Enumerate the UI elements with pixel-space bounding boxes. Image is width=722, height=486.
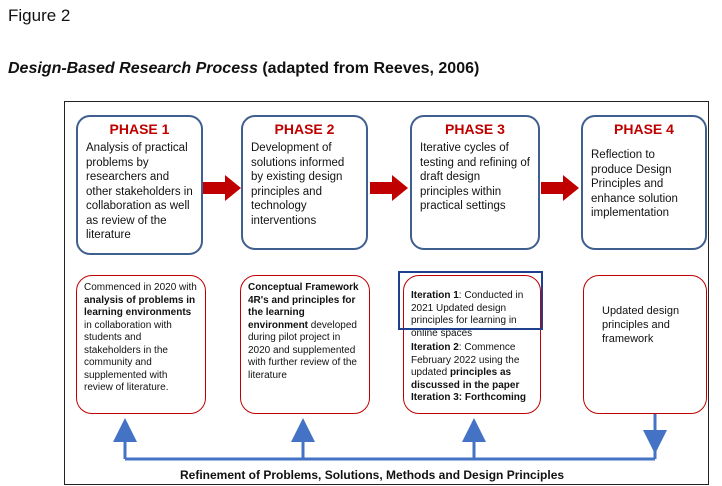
phase-4-text: Reflection to produce Design Principles … [591, 149, 678, 219]
detail-1-intro: Commenced in 2020 with [84, 282, 197, 293]
title-main: Design-Based Research Process [8, 60, 258, 77]
iteration-1-highlight [398, 271, 543, 330]
figure-label: Figure 2 [8, 6, 71, 25]
phase-4-box: PHASE 4 Reflection to produce Design Pri… [581, 115, 707, 250]
iteration-2-label: Iteration 2 [411, 342, 459, 353]
detail-2-rest: developed during pilot project in 2020 a… [248, 319, 357, 381]
phase-1-box: PHASE 1 Analysis of practical problems b… [76, 115, 203, 255]
refinement-connector [113, 414, 667, 461]
detail-1-rest: in collaboration with students and stake… [84, 319, 172, 394]
figure-title: Design-Based Research Process (adapted f… [8, 60, 479, 78]
phase-3-box: PHASE 3 Iterative cycles of testing and … [410, 115, 540, 250]
phase-1-detail: Commenced in 2020 with analysis of probl… [76, 275, 206, 414]
detail-2-bold: Conceptual Framework 4R's and principles… [248, 282, 359, 331]
phase-4-detail: Updated design principles and framework [583, 275, 707, 414]
iteration-1-label: Iteration 1 [411, 290, 459, 301]
iteration-2-bold: principles as discussed in the paper [411, 367, 520, 391]
right-arrow-3-icon [541, 175, 579, 201]
diagram-frame [64, 101, 709, 485]
phase-2-detail: Conceptual Framework 4R's and principles… [240, 275, 370, 414]
phase-2-text: Development of solutions informed by exi… [251, 142, 345, 227]
phase-3-detail: Iteration 1: Conducted in 2021 Updated d… [403, 275, 541, 414]
detail-1-bold: analysis of problems in learning environ… [84, 294, 196, 319]
iteration-2: Iteration 2: Commence February 2022 usin… [411, 342, 533, 392]
phase-3-label: PHASE 3 [445, 121, 505, 137]
right-arrow-2-icon [370, 175, 408, 201]
iteration-3: Iteration 3: Forthcoming [411, 392, 526, 403]
iteration-1: Iteration 1: Conducted in 2021 Updated d… [411, 290, 533, 340]
phase-1-text: Analysis of practical problems by resear… [86, 142, 193, 241]
phase-1-label: PHASE 1 [109, 121, 170, 137]
title-source: (adapted from Reeves, 2006) [257, 60, 480, 77]
phase-3-text: Iterative cycles of testing and refining… [420, 142, 530, 212]
phase-2-box: PHASE 2 Development of solutions informe… [241, 115, 368, 250]
refinement-label: Refinement of Problems, Solutions, Metho… [180, 468, 565, 482]
right-arrow-1-icon [203, 175, 241, 201]
iteration-1-text: : Conducted in 2021 Updated design princ… [411, 290, 524, 339]
phase-2-label: PHASE 2 [274, 121, 335, 137]
detail-4-text: Updated design principles and framework [602, 305, 680, 345]
iteration-2-text: : Commence February 2022 using the updat… [411, 342, 520, 378]
phase-4-label: PHASE 4 [614, 121, 674, 137]
